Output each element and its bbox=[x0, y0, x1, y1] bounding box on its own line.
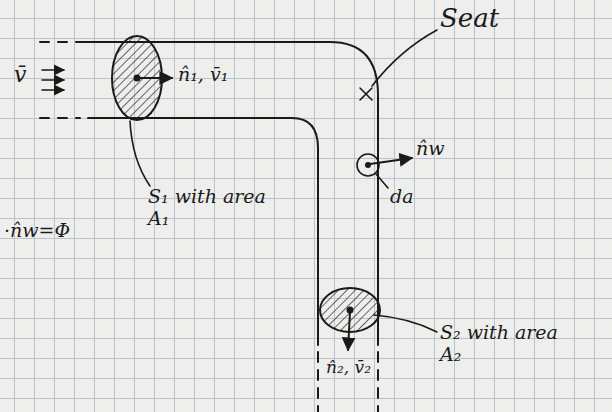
leader-line bbox=[130, 121, 150, 186]
area-label: da bbox=[390, 186, 414, 208]
normal-label: n̂₁, v̄₁ bbox=[178, 64, 228, 86]
note-text: ·n̂w=Φ bbox=[4, 220, 70, 242]
area-element bbox=[357, 154, 379, 176]
flow-arrow bbox=[42, 89, 64, 91]
center-dot bbox=[365, 162, 371, 168]
velocity-label: v̄ bbox=[14, 62, 26, 87]
leader-line bbox=[374, 315, 437, 332]
dashed-outlet bbox=[317, 352, 319, 412]
center-dot bbox=[134, 75, 141, 82]
surface-label: S₁ with area A₁ bbox=[148, 186, 268, 230]
normal-label: n̂₂, v̄₂ bbox=[326, 358, 371, 378]
normal-label: n̂w bbox=[416, 138, 445, 160]
flow-arrow bbox=[42, 79, 64, 81]
dashed-outlet bbox=[377, 352, 379, 412]
flow-arrow bbox=[42, 69, 64, 71]
dashed-inlet bbox=[40, 41, 72, 43]
surface-label: S₂ with area A₂ bbox=[440, 322, 570, 366]
inner-wall bbox=[88, 118, 318, 345]
normal-arrow bbox=[370, 158, 412, 164]
normal-arrow bbox=[348, 312, 350, 350]
normal-arrow bbox=[139, 77, 172, 79]
dashed-inlet bbox=[40, 117, 80, 119]
leader-line bbox=[376, 174, 388, 188]
center-dot bbox=[347, 307, 354, 314]
surface-label: Seat bbox=[440, 4, 499, 34]
leader-line bbox=[372, 30, 437, 86]
cross-mark bbox=[360, 88, 372, 100]
